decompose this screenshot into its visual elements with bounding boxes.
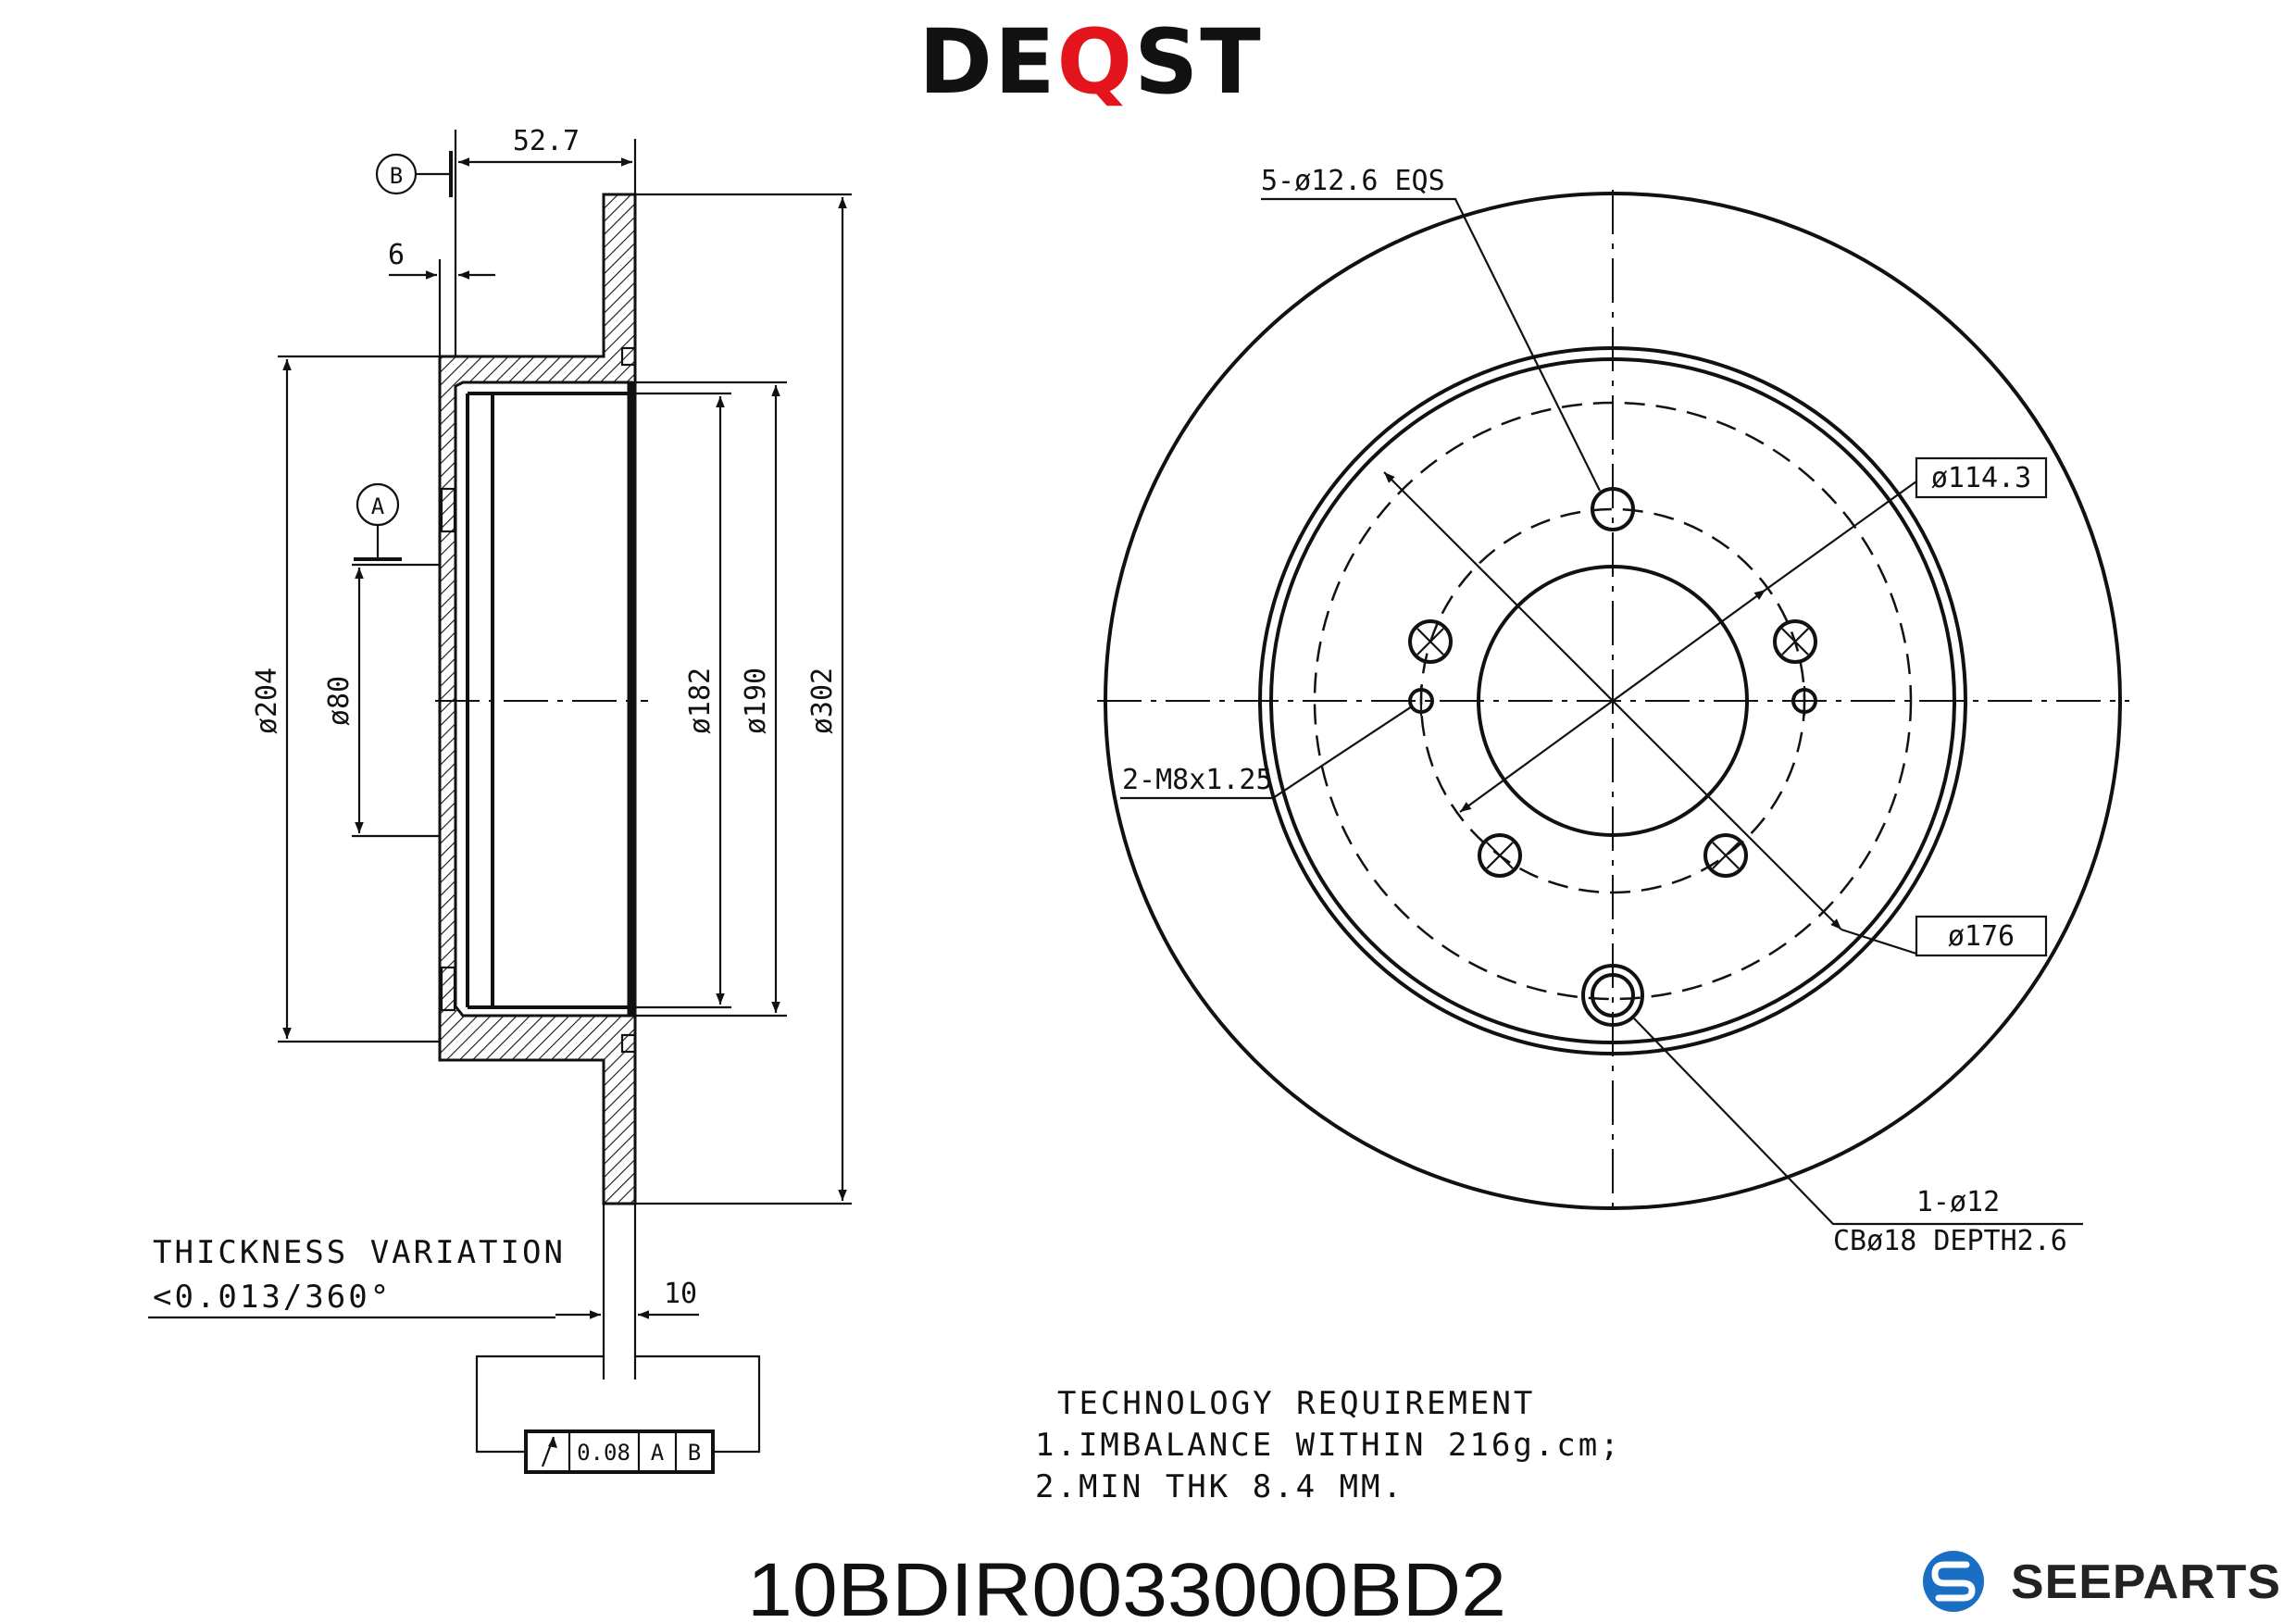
dim-thickness-10: 10 xyxy=(664,1278,697,1310)
runout-datum-a: A xyxy=(651,1440,665,1466)
dim-diameter-182: ø182 xyxy=(684,668,717,734)
callout-locator-hole: 1-ø12 xyxy=(1916,1186,2000,1218)
notch-bottom xyxy=(620,1033,637,1054)
part-number: 10BDIR0033000BD2 xyxy=(747,1548,1506,1623)
notch-left-a xyxy=(440,487,456,533)
outer-disc-edge xyxy=(1104,192,2122,1210)
callout-threads: 2-M8x1.25 xyxy=(1122,764,1273,796)
callout-inner-diameter: ø176 xyxy=(1948,920,2015,953)
brand-prefix: DE xyxy=(918,10,1056,114)
dim-hat-6: 6 xyxy=(388,239,405,271)
bolt-hole xyxy=(1591,487,1635,531)
seeparts-icon xyxy=(1923,1551,1984,1612)
dim-diameter-80: ø80 xyxy=(323,676,356,726)
datum-a-symbol: A xyxy=(354,482,402,561)
tech-requirement-item: 1.IMBALANCE WITHIN 216g.cm; xyxy=(1035,1427,1622,1464)
hat-inner-outline xyxy=(466,392,630,1009)
dim-diameter-190: ø190 xyxy=(740,668,772,734)
bolt-hole xyxy=(1773,619,1817,664)
seeparts-wordmark: SEEPARTS xyxy=(2011,1555,2281,1609)
runout-tolerance: 0.08 xyxy=(577,1440,630,1466)
callout-bolt-holes: 5-ø12.6 EQS xyxy=(1261,165,1445,197)
tech-requirements-title: TECHNOLOGY REQUIREMENT xyxy=(1057,1385,1535,1422)
thread-hole xyxy=(1791,686,1817,716)
thickness-variation-label: THICKNESS VARIATION xyxy=(153,1234,566,1271)
thread-hole xyxy=(1408,686,1434,716)
front-view: 5-ø12.6 EQS ø114.3 ø176 2-M8x1.25 1-ø12 … xyxy=(1097,165,2129,1257)
locator-hole xyxy=(1581,964,1644,1027)
brand-highlight-letter: Q xyxy=(1057,10,1135,114)
bolt-hole xyxy=(1703,833,1748,878)
hat-outer-edge xyxy=(1269,357,1956,1044)
technology-requirements: TECHNOLOGY REQUIREMENT 1.IMBALANCE WITHI… xyxy=(1035,1385,1622,1505)
runout-control-frame: 0.08 A B xyxy=(475,1355,761,1474)
brand-suffix: ST xyxy=(1134,10,1263,114)
brand-logo: DEQST xyxy=(918,10,1263,114)
hidden-inner-ring xyxy=(1313,401,1913,1001)
thickness-variation-value: <0.013/360° xyxy=(153,1279,392,1316)
notch-top xyxy=(620,346,637,367)
tech-requirement-item: 2.MIN THK 8.4 MM. xyxy=(1035,1468,1404,1505)
callout-counterbore: CBø18 DEPTH2.6 xyxy=(1833,1225,2067,1257)
thickness-variation-note: THICKNESS VARIATION <0.013/360° xyxy=(148,1234,566,1319)
callout-bolt-circle: ø114.3 xyxy=(1931,462,2031,494)
svg-text:DEQST: DEQST xyxy=(918,10,1263,114)
bolt-hole xyxy=(1408,619,1453,664)
dim-diameter-204: ø204 xyxy=(251,668,283,734)
runout-datum-b: B xyxy=(688,1440,701,1466)
notch-left-b xyxy=(440,966,456,1012)
runout-arrow-icon xyxy=(541,1436,557,1467)
datum-b-symbol: B xyxy=(375,151,453,197)
dim-width-52-7: 52.7 xyxy=(513,125,580,157)
datum-b-label: B xyxy=(390,163,403,189)
dim-diameter-302: ø302 xyxy=(806,668,839,734)
friction-inner-edge xyxy=(1258,346,1967,1055)
bolt-hole xyxy=(1478,833,1522,878)
datum-a-label: A xyxy=(371,493,385,519)
seeparts-logo: SEEPARTS xyxy=(1923,1551,2281,1612)
side-section-view: 52.7 6 10 ø204 ø80 ø182 ø190 ø302 B A xyxy=(251,125,852,1380)
